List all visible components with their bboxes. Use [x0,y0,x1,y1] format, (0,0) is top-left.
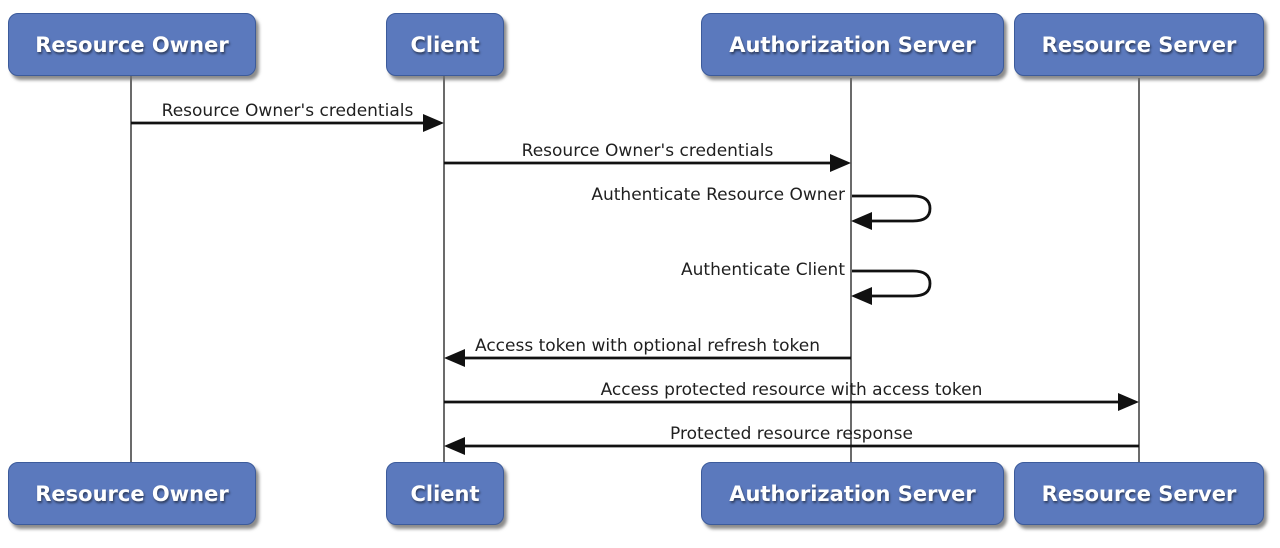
message-label-1: Resource Owner's credentials [161,101,414,121]
message-label-5: Access token with optional refresh token [474,336,821,356]
message-arrowhead-5 [444,349,465,367]
message-arrowhead-6 [1118,393,1139,411]
message-label-6: Access protected resource with access to… [600,380,983,400]
message-arrowhead-7 [444,437,465,455]
message-label-7: Protected resource response [670,424,913,444]
message-label-2: Resource Owner's credentials [521,141,774,161]
actor-box-client-top: Client [386,13,504,76]
message-label-3: Authenticate Resource Owner [591,185,845,205]
actor-box-resource-server-top: Resource Server [1014,13,1264,76]
message-self-loop-1 [852,194,932,223]
message-arrowhead-4 [851,287,872,305]
actor-box-client-bottom: Client [386,462,504,525]
actor-box-resource-server-bottom: Resource Server [1014,462,1264,525]
message-label-4: Authenticate Client [681,260,845,280]
message-arrowhead-1 [423,114,444,132]
actor-box-authorization-server-top: Authorization Server [701,13,1004,76]
actor-box-resource-owner-bottom: Resource Owner [8,462,256,525]
actor-box-resource-owner-top: Resource Owner [8,13,256,76]
message-arrowhead-3 [851,212,872,230]
message-arrowhead-2 [830,154,851,172]
message-self-loop-2 [852,269,932,298]
actor-box-authorization-server-bottom: Authorization Server [701,462,1004,525]
